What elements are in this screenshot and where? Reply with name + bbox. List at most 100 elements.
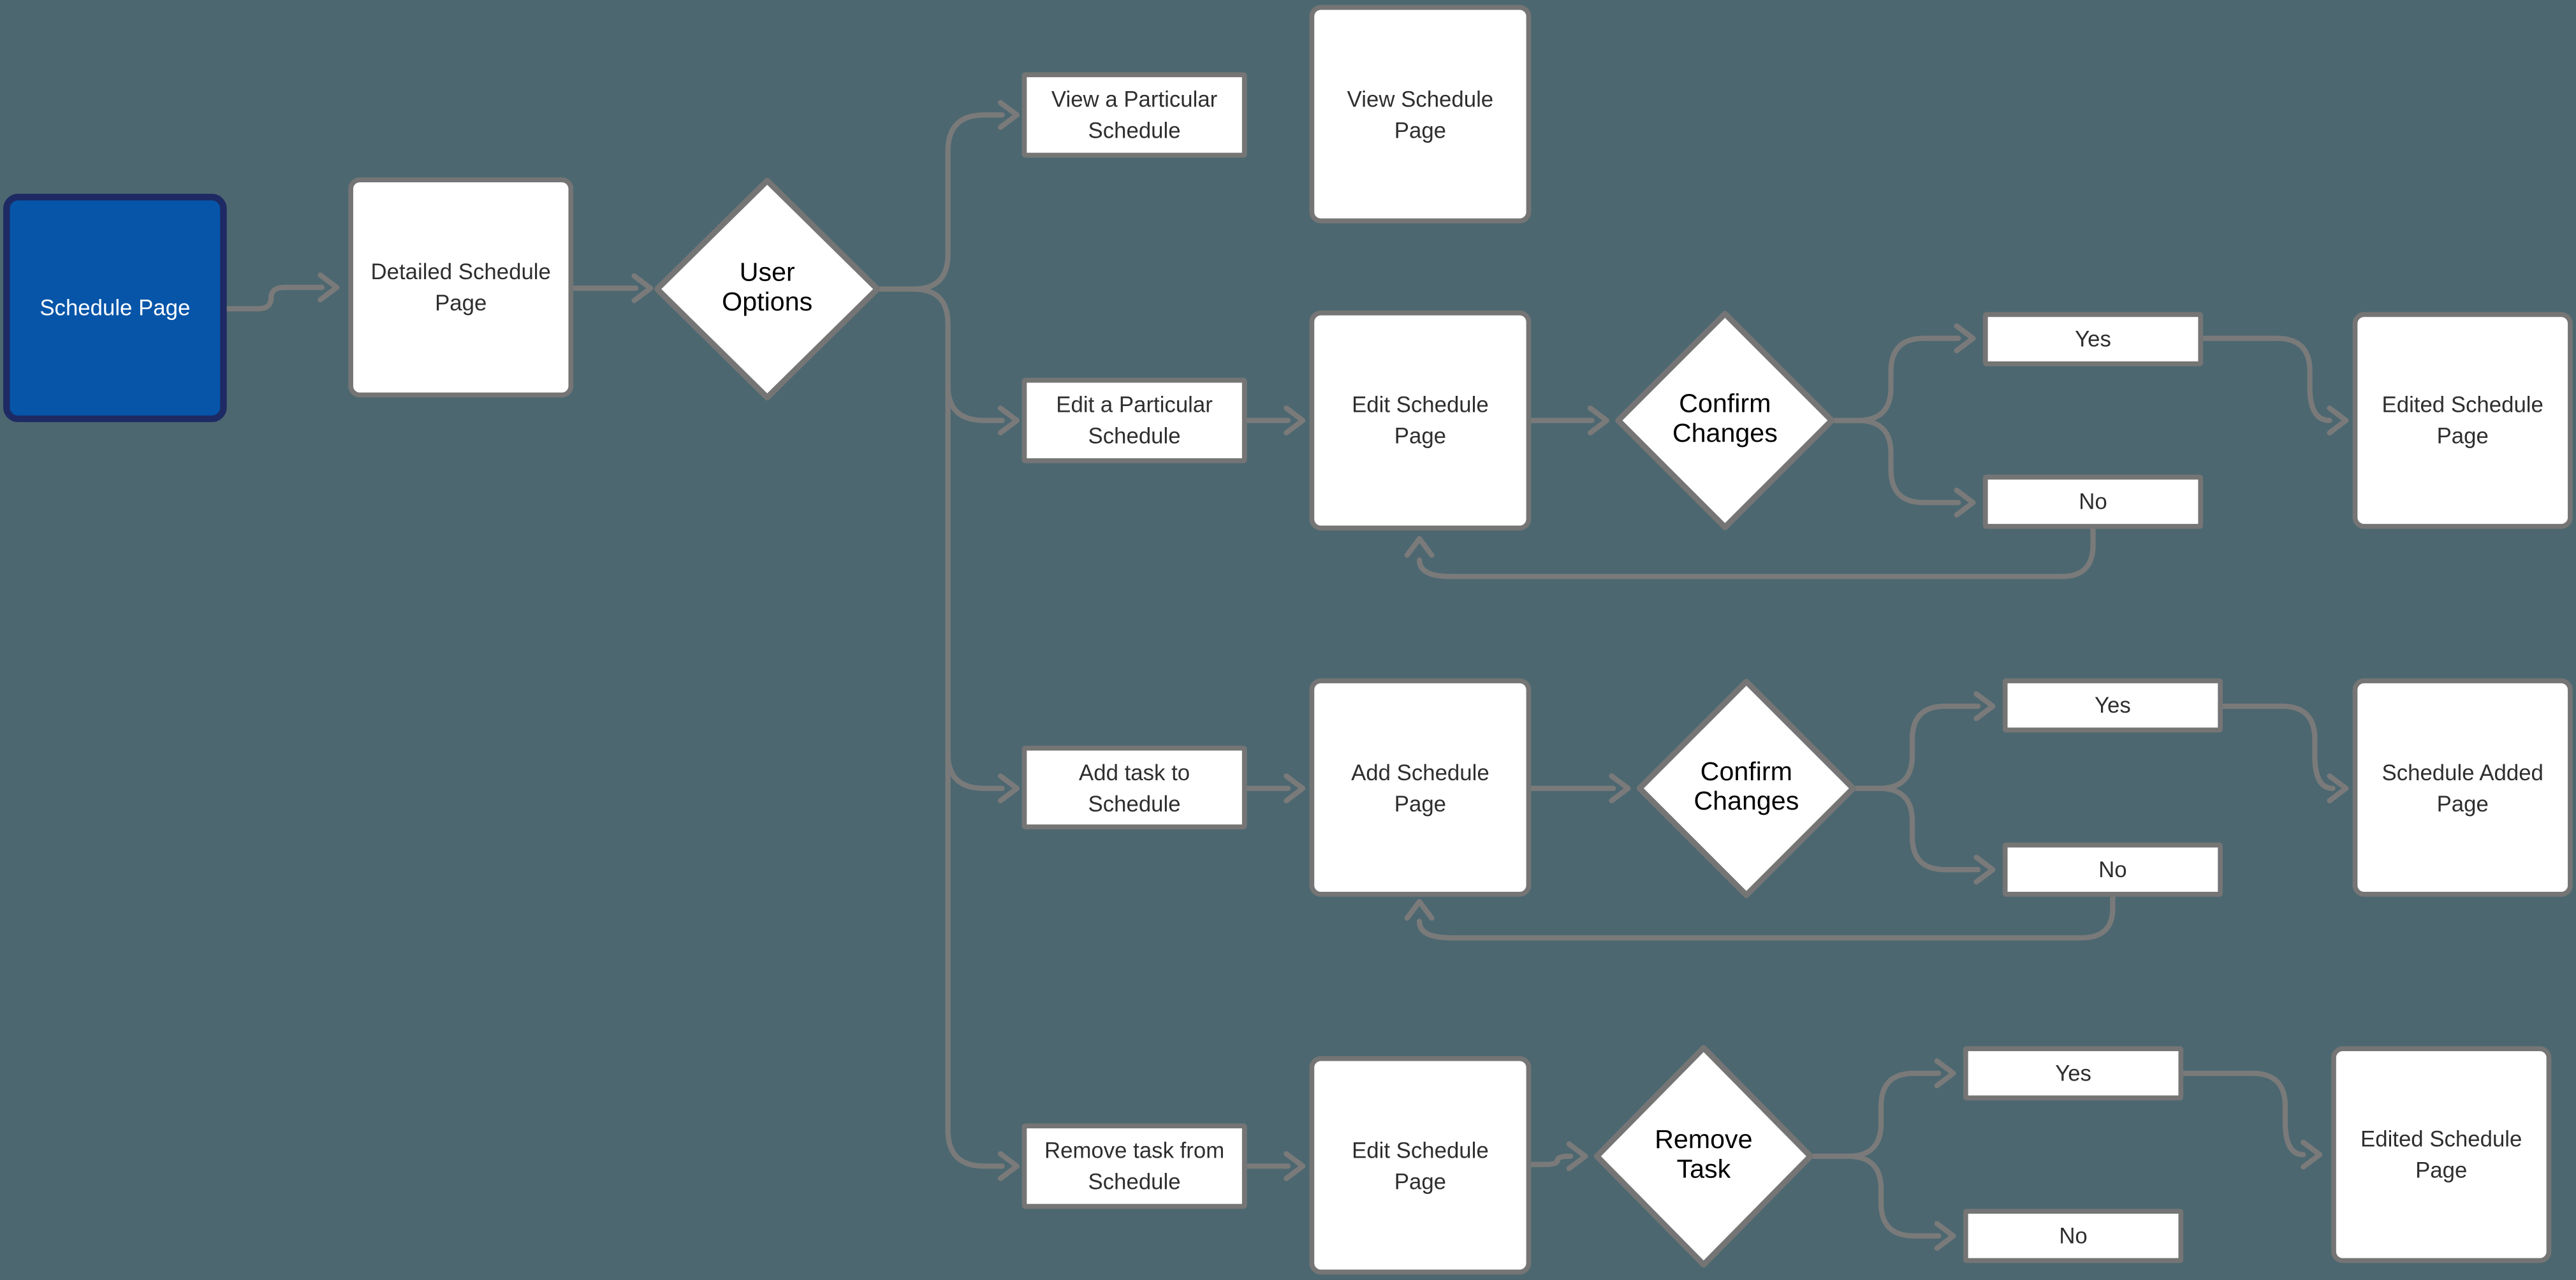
arrowhead-icon: [997, 773, 1020, 804]
node-label: Yes: [2075, 326, 2111, 352]
decision-label-wrap: Confirm Changes: [1615, 310, 1835, 530]
connector-line: [2181, 1070, 2306, 1158]
edge-user-options-to-add-label: [945, 751, 1020, 804]
arrowhead-icon: [1934, 1221, 1956, 1251]
edge-yes2-to-added-page: [2220, 703, 2349, 804]
arrowhead-icon: [2301, 1139, 2323, 1170]
node-label: Add Schedule Page: [1351, 759, 1489, 816]
option-no-3[interactable]: No: [1963, 1209, 2184, 1263]
arrowhead-icon: [1954, 487, 1976, 518]
decision-user-options[interactable]: User Options: [654, 177, 881, 401]
edge-remove-task-to-no: [1811, 1153, 1956, 1251]
edge-confirm2-to-no: [1854, 785, 1996, 885]
node-schedule-page[interactable]: Schedule Page: [3, 194, 227, 423]
connector-line: [1811, 1153, 1942, 1239]
option-edit-a-particular-schedule[interactable]: Edit a Particular Schedule: [1021, 377, 1247, 463]
arrowhead-icon: [1973, 691, 1996, 722]
node-label: No: [2079, 489, 2107, 514]
arrowhead-icon: [1954, 323, 1976, 354]
decision-confirm-changes-1[interactable]: Confirm Changes: [1615, 310, 1835, 530]
node-edit-schedule-page-1[interactable]: Edit Schedule Page: [1309, 310, 1532, 531]
edge-edit-label-to-edit-page: [1244, 405, 1306, 436]
option-add-task-to-schedule[interactable]: Add task to Schedule: [1021, 745, 1247, 830]
connector-line: [224, 284, 325, 312]
diamond-shape: [1615, 310, 1835, 530]
arrowhead-icon: [2327, 773, 2349, 804]
connector-line: [877, 112, 1005, 292]
edge-yes3-to-edited-page: [2181, 1070, 2323, 1170]
arrowhead-icon: [2327, 405, 2349, 436]
option-yes-2[interactable]: Yes: [2002, 678, 2223, 733]
decision-confirm-changes-2[interactable]: Confirm Changes: [1636, 678, 1856, 898]
node-view-schedule-page[interactable]: View Schedule Page: [1309, 4, 1532, 224]
node-detailed-schedule-page[interactable]: Detailed Schedule Page: [348, 177, 574, 398]
node-label: Yes: [2055, 1061, 2091, 1086]
option-remove-task-from-schedule[interactable]: Remove task from Schedule: [1021, 1123, 1247, 1209]
edge-confirm2-to-yes: [1854, 691, 1996, 791]
node-label: Edit Schedule Page: [1352, 392, 1489, 449]
edge-detailed-to-user-options: [571, 273, 654, 303]
diamond-polygon: [1636, 678, 1856, 898]
edge-confirm1-to-no: [1832, 418, 1976, 518]
node-label: Add task to Schedule: [1079, 759, 1190, 816]
decision-remove-task[interactable]: Remove Task: [1593, 1045, 1813, 1268]
diamond-shape: [654, 177, 881, 401]
option-no-2[interactable]: No: [2002, 842, 2223, 897]
edge-edit-page-to-remove-task: [1528, 1141, 1588, 1172]
edge-confirm1-to-yes: [1832, 323, 1976, 423]
option-no-1[interactable]: No: [1982, 474, 2204, 529]
edge-yes1-to-edited-page: [2200, 335, 2349, 436]
arrowhead-icon: [1284, 1151, 1306, 1181]
arrowhead-icon: [631, 273, 654, 303]
option-yes-3[interactable]: Yes: [1963, 1046, 2184, 1101]
connector-line: [1854, 785, 1981, 873]
edge-no2-loopback-to-add-page: [1404, 894, 2116, 941]
arrowhead-icon: [1284, 773, 1306, 804]
node-label: Confirm Changes: [1694, 759, 1799, 817]
diamond-shape: [1593, 1045, 1813, 1268]
decision-label-wrap: User Options: [654, 177, 881, 400]
arrowhead-icon: [997, 99, 1020, 130]
edge-edit-page-to-confirm1: [1528, 405, 1609, 436]
node-label: Edit Schedule Page: [1352, 1137, 1489, 1193]
option-yes-1[interactable]: Yes: [1982, 312, 2204, 367]
node-edit-schedule-page-2[interactable]: Edit Schedule Page: [1309, 1056, 1532, 1275]
node-add-schedule-page[interactable]: Add Schedule Page: [1309, 678, 1532, 897]
connector-line: [1416, 526, 2096, 579]
arrowhead-icon: [1609, 773, 1631, 804]
node-label: Schedule Page: [40, 295, 191, 321]
node-edited-schedule-page-2[interactable]: Edited Schedule Page: [2331, 1046, 2552, 1263]
option-view-a-particular-schedule[interactable]: View a Particular Schedule: [1021, 72, 1247, 158]
node-label: Edited Schedule Page: [2360, 1126, 2522, 1183]
connector-line: [1832, 335, 1961, 423]
diamond-polygon: [654, 177, 881, 401]
node-label: Yes: [2095, 693, 2131, 718]
edge-add-label-to-add-page: [1244, 773, 1306, 804]
edge-remove-task-to-yes: [1811, 1058, 1956, 1159]
diamond-shape: [1636, 678, 1856, 898]
edge-no1-loopback-to-edit-page: [1404, 526, 2096, 579]
arrowhead-icon: [1934, 1058, 1956, 1089]
connector-line: [945, 383, 1005, 423]
node-label: Edit a Particular Schedule: [1056, 392, 1213, 449]
edge-add-page-to-confirm2: [1528, 773, 1631, 804]
connector-line: [1832, 418, 1961, 505]
decision-label-wrap: Confirm Changes: [1636, 678, 1856, 898]
node-label: Confirm Changes: [1672, 391, 1778, 449]
arrowhead-icon: [1973, 854, 1996, 885]
edge-user-options-to-view-label: [877, 99, 1020, 292]
arrowhead-icon: [1587, 405, 1609, 436]
node-edited-schedule-page-1[interactable]: Edited Schedule Page: [2352, 312, 2573, 529]
node-schedule-added-page[interactable]: Schedule Added Page: [2352, 678, 2573, 897]
arrowhead-icon: [997, 405, 1020, 436]
arrowhead-icon: [1566, 1141, 1588, 1172]
node-label: View a Particular Schedule: [1051, 87, 1218, 143]
connector-line: [1416, 894, 2116, 941]
connector-line: [1854, 703, 1981, 791]
edge-remove-label-to-edit-page: [1244, 1151, 1306, 1181]
connector-line: [2200, 335, 2332, 423]
arrowhead-icon: [997, 1151, 1020, 1181]
connector-line: [945, 751, 1005, 791]
